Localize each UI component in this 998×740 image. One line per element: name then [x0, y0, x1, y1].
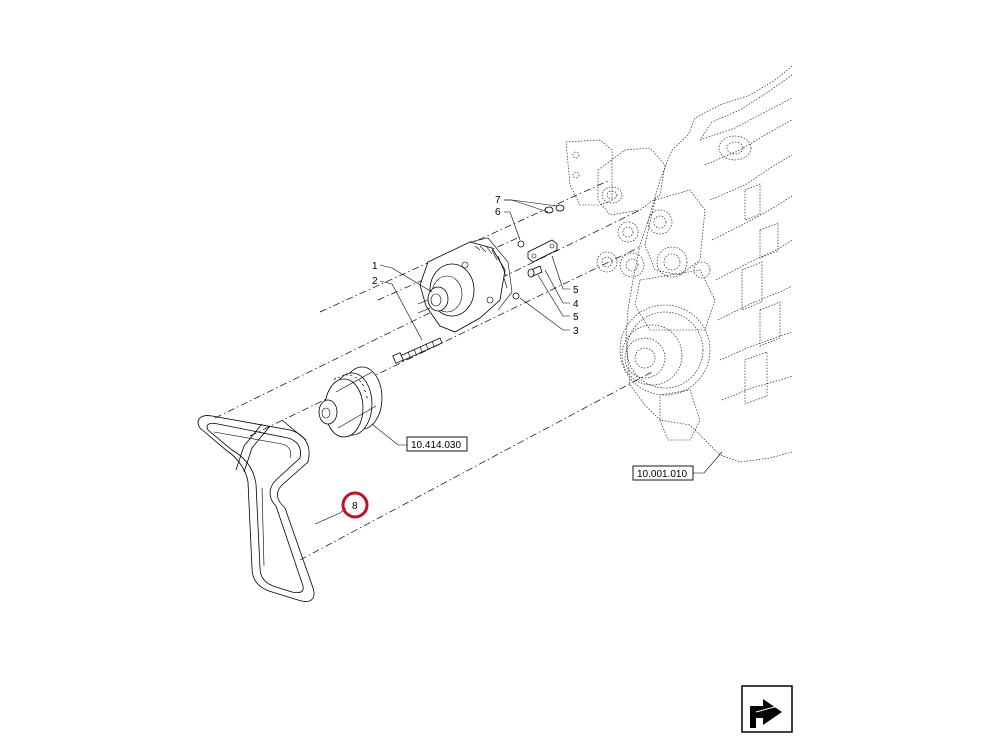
reference-pulley: 10.414.030 [406, 436, 468, 452]
engine-block [565, 65, 793, 463]
callout-7: 7 [495, 195, 501, 206]
callout-8: 8 [352, 501, 358, 512]
alternator [417, 237, 513, 333]
callout-labels: 1 2 7 6 5 4 5 3 [372, 195, 579, 337]
callout-6: 6 [495, 207, 501, 218]
reference-engine: 10.001.010 [632, 465, 694, 481]
long-bolt [392, 337, 443, 364]
callout-8-highlight: 8 [341, 491, 369, 519]
highlight-ring [341, 491, 369, 519]
pulley-assembly [318, 366, 383, 438]
leader-lines [314, 199, 723, 525]
callout-3: 3 [573, 326, 579, 337]
engine-reference-label: 10.001.010 [637, 469, 687, 480]
callout-1: 1 [372, 261, 378, 272]
callout-5-lower: 5 [573, 312, 579, 323]
pulley-reference-label: 10.414.030 [411, 440, 461, 451]
callout-5-upper: 5 [573, 285, 579, 296]
next-page-arrow-icon[interactable] [741, 685, 793, 733]
callout-2: 2 [372, 276, 378, 287]
drive-belt [197, 415, 315, 602]
callout-4: 4 [573, 299, 579, 310]
small-hardware [512, 204, 565, 300]
